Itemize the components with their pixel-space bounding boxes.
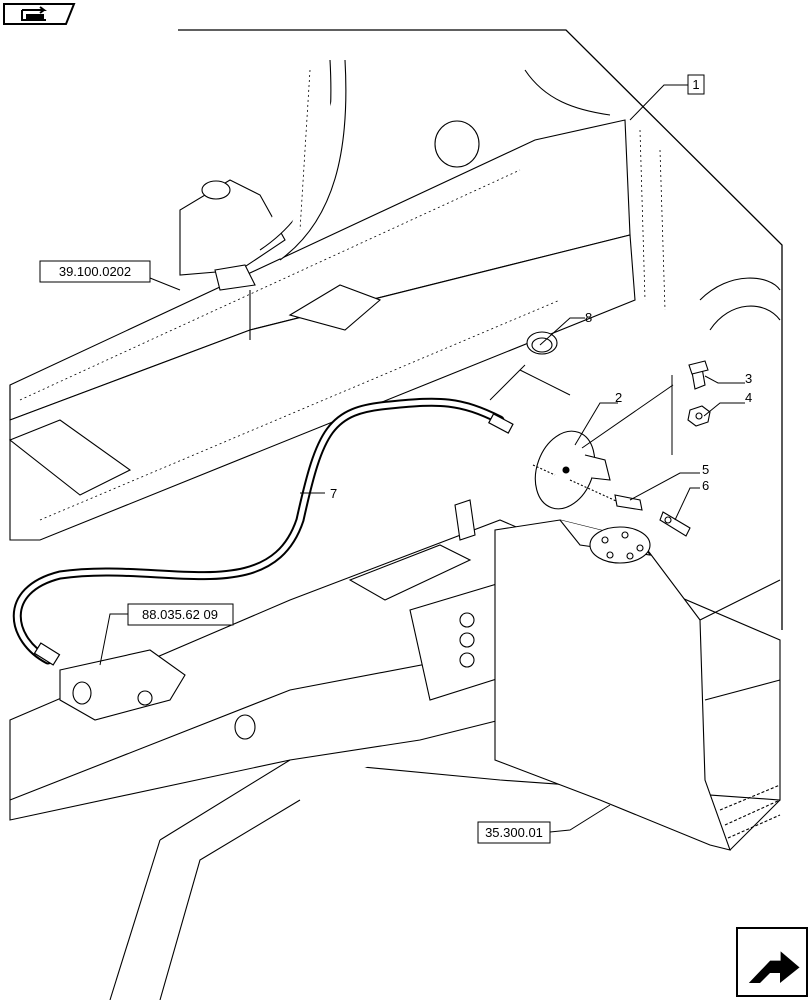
- callout-1: 1: [692, 77, 699, 92]
- hydraulic-hose: [12, 397, 514, 666]
- part-4-nut: [687, 405, 711, 427]
- reference-link-35-300-01[interactable]: 35.300.01: [477, 821, 551, 844]
- callout-8: 8: [585, 310, 592, 325]
- main-frame-rail: [8, 59, 636, 541]
- reference-label: 35.300.01: [485, 825, 543, 840]
- part-3-bolt: [688, 360, 709, 390]
- leader-lines: [99, 84, 745, 833]
- callout-6: 6: [702, 478, 709, 493]
- reference-label: 88.035.62 09: [142, 607, 218, 622]
- reference-link-39-100-0202[interactable]: 39.100.0202: [39, 260, 151, 283]
- side-tank-box: [494, 277, 781, 851]
- part-2-plate: [532, 430, 626, 510]
- reference-label: 39.100.0202: [59, 264, 131, 279]
- back-arrow-icon[interactable]: [3, 3, 76, 25]
- part-6-clip: [659, 511, 691, 537]
- next-arrow-icon[interactable]: [736, 927, 808, 997]
- part-5-pin: [614, 494, 643, 511]
- callout-box-1: [687, 74, 705, 95]
- callout-5: 5: [702, 462, 709, 477]
- hidden-lines: [19, 69, 666, 521]
- detail-frame: [178, 29, 783, 630]
- callout-4: 4: [745, 390, 752, 405]
- reference-link-88-035-62-09[interactable]: 88.035.62 09: [127, 603, 234, 626]
- callout-7: 7: [330, 486, 337, 501]
- callout-2: 2: [615, 390, 622, 405]
- callout-3: 3: [745, 371, 752, 386]
